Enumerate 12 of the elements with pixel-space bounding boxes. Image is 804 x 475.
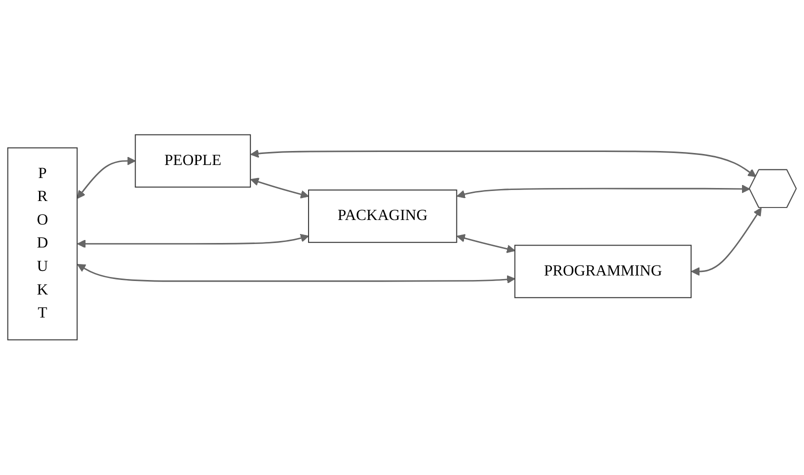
node-box: PACKAGING — [308, 190, 458, 244]
node-box: P R O D U K T — [7, 148, 78, 340]
arrow — [456, 234, 516, 254]
arrow — [77, 156, 136, 200]
arrow — [77, 234, 309, 248]
arrow — [456, 184, 750, 199]
node-box: PEOPLE — [134, 134, 251, 188]
arrow — [77, 264, 516, 284]
arrow — [250, 178, 309, 199]
node-box: PROGRAMMING — [514, 245, 692, 298]
arrow — [250, 150, 756, 178]
arrow — [691, 208, 762, 276]
